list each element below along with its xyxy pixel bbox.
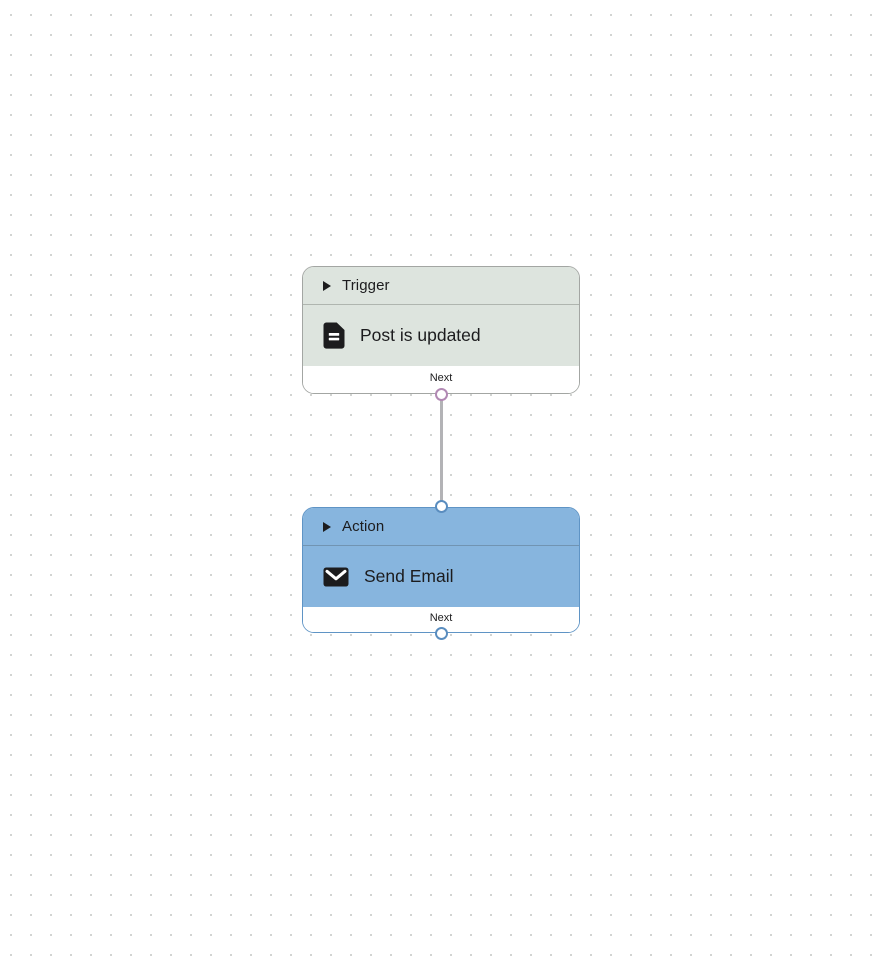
node-title: Post is updated xyxy=(360,325,481,345)
document-icon xyxy=(323,322,345,349)
connector-edge xyxy=(439,394,443,508)
action-input-port-handle[interactable] xyxy=(434,500,448,513)
node-type-label: Action xyxy=(342,518,385,535)
envelope-icon xyxy=(323,567,349,587)
collapse-toggle-icon[interactable] xyxy=(323,280,331,291)
node-type-label: Trigger xyxy=(342,277,390,294)
trigger-node-body: Post is updated xyxy=(303,305,579,366)
next-port-label: Next xyxy=(429,372,453,384)
action-node-header: Action xyxy=(303,508,579,546)
next-port-label: Next xyxy=(429,612,453,624)
node-title: Send Email xyxy=(364,566,454,586)
node-trigger[interactable]: Trigger Post is updated Next xyxy=(302,266,580,401)
node-action[interactable]: Action Send Email Next xyxy=(302,500,580,640)
collapse-toggle-icon[interactable] xyxy=(323,521,331,532)
action-node-body: Send Email xyxy=(303,546,579,607)
action-output-port-handle[interactable] xyxy=(434,627,448,640)
trigger-node-header: Trigger xyxy=(303,267,579,305)
trigger-output-port-handle[interactable] xyxy=(434,388,448,401)
